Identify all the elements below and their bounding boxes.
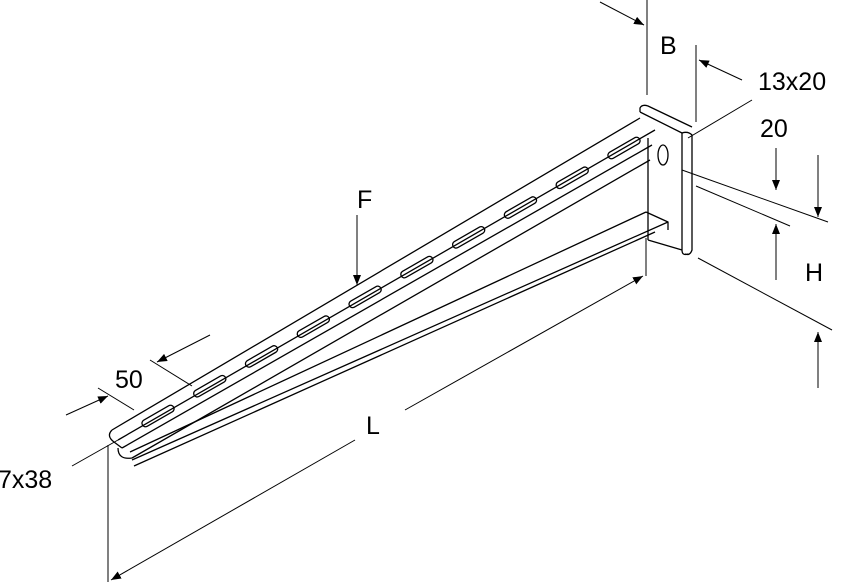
dimension-lines: [65, 0, 833, 582]
slot: [400, 255, 434, 279]
slot: [503, 196, 538, 219]
slot: [296, 315, 331, 339]
slot: [555, 166, 589, 190]
slot-group: [141, 136, 641, 428]
label-slot-size: 7x38: [0, 466, 53, 494]
slot: [141, 404, 175, 428]
label-slot-pitch: 50: [115, 366, 143, 394]
slot: [348, 285, 382, 309]
slot: [193, 374, 227, 398]
slot: [607, 136, 641, 160]
label-width-b: B: [660, 32, 677, 60]
top-arm: [108, 117, 656, 459]
label-length-l: L: [366, 412, 380, 440]
lower-strut: [129, 211, 669, 467]
slot: [451, 225, 486, 249]
label-offset-20: 20: [760, 115, 788, 143]
label-height-h: H: [805, 259, 824, 287]
label-force-f: F: [357, 186, 373, 214]
label-hole-size: 13x20: [758, 68, 827, 96]
slot: [244, 345, 279, 368]
wall-plate: [639, 104, 693, 256]
